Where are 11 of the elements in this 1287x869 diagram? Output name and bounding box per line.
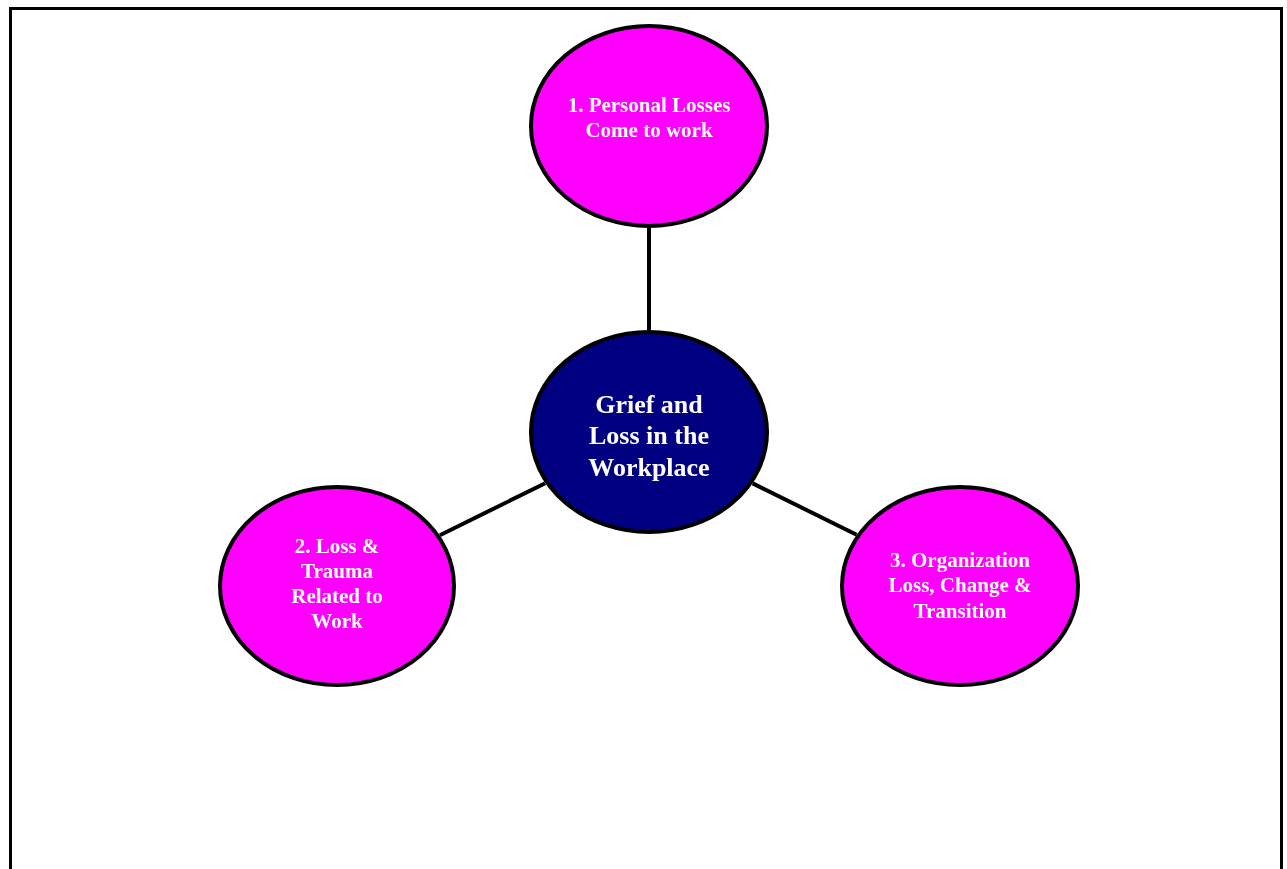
ellipse-node: [529, 330, 769, 534]
node-label: 3. Organization Loss, Change & Transition: [887, 548, 1033, 624]
node-label: 2. Loss & Trauma Related to Work: [290, 533, 384, 635]
ellipse-node: [218, 485, 456, 687]
connector-line: [751, 481, 858, 537]
ellipse-node: [529, 24, 769, 228]
connector-line: [439, 481, 547, 537]
node-label: Grief and Loss in the Workplace: [587, 389, 711, 483]
connector-line: [647, 228, 651, 330]
node-label: 1. Personal Losses Come to work: [566, 92, 732, 144]
ellipse-node: [840, 485, 1080, 687]
